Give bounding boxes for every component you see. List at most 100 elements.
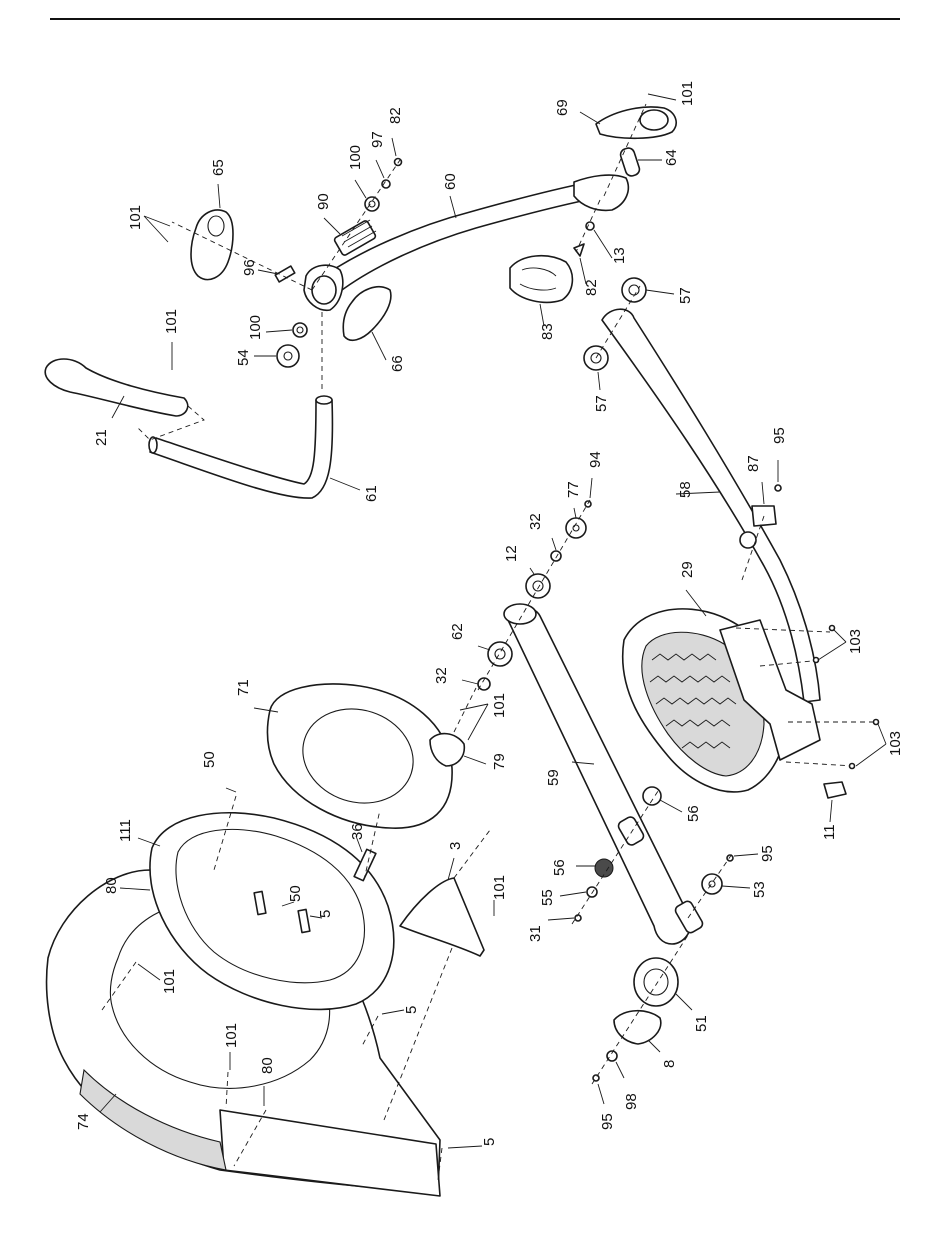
leader-8: [648, 1040, 660, 1052]
right-shroud-66: [343, 287, 391, 340]
leader-66: [372, 332, 386, 360]
callout-61: 61: [363, 485, 380, 502]
callout-59: 59: [545, 769, 562, 786]
callout-56-lower: 56: [551, 859, 568, 876]
callout-87: 87: [745, 455, 762, 472]
callout-29: 29: [679, 561, 696, 578]
callout-100-lower: 100: [247, 315, 264, 340]
callout-94: 94: [587, 451, 604, 468]
bearing-57-upper-bore: [629, 285, 639, 295]
callout-58: 58: [677, 481, 694, 498]
grip-21: [45, 359, 187, 416]
handlebar-open-end: [149, 437, 157, 453]
leader-101-bracket: [648, 94, 676, 100]
callout-50-upper: 50: [201, 751, 218, 768]
leader-103-lower: [856, 724, 886, 766]
callout-100-upper: 100: [347, 145, 364, 170]
leader-32-upper: [552, 538, 556, 550]
leader-57-lower: [598, 372, 600, 390]
callout-71: 71: [235, 679, 252, 696]
callout-13: 13: [611, 247, 628, 264]
callout-57-upper: 57: [677, 287, 694, 304]
disc-cover-assembly: [267, 684, 476, 828]
callout-3: 3: [447, 842, 464, 850]
cover-8: [614, 1011, 661, 1044]
leader-100-lower: [266, 330, 292, 332]
leader-53: [722, 886, 750, 888]
arm-bracket-hole: [640, 110, 668, 130]
handlebar-assembly: [45, 359, 332, 498]
callout-80-lower: 80: [259, 1057, 276, 1074]
bearing-54-bore: [284, 352, 292, 360]
leader-77: [574, 508, 576, 518]
axis-line-79: [454, 688, 476, 732]
nut-82-top: [395, 159, 402, 166]
leader-5-lower: [448, 1146, 482, 1148]
bracket-3: [400, 878, 484, 956]
leader-32-lower: [462, 680, 478, 684]
callout-101-frame-left: 101: [161, 969, 178, 994]
callout-21: 21: [93, 429, 110, 446]
leader-57-upper: [646, 290, 674, 294]
leader-96: [258, 270, 278, 274]
callout-90: 90: [315, 193, 332, 210]
leader-87: [762, 482, 764, 504]
callout-101-bracket: 101: [679, 81, 696, 106]
leader-90: [324, 218, 340, 234]
callout-101-frame-bottom: 101: [223, 1023, 240, 1048]
leader-69: [580, 112, 600, 124]
screw-95-lower: [593, 1075, 599, 1081]
leader-3: [448, 858, 454, 880]
leader-62: [478, 646, 490, 650]
callout-83: 83: [539, 323, 556, 340]
leader-101-clamp: [460, 704, 488, 740]
screw-103-a: [830, 626, 835, 631]
leader-98: [616, 1062, 624, 1078]
callout-96: 96: [241, 259, 258, 276]
callout-79: 79: [491, 753, 508, 770]
callout-101-bracket3: 101: [491, 875, 508, 900]
leader-100-upper: [355, 180, 366, 198]
shroud-65-cap: [208, 216, 224, 236]
nut-82-mid: [574, 244, 584, 256]
callout-53: 53: [751, 881, 768, 898]
crank-arm-assembly: [478, 500, 733, 1084]
end-cap-11: [824, 782, 846, 798]
frame-and-shroud-assembly: [47, 796, 490, 1196]
callout-98: 98: [623, 1093, 640, 1110]
cover-83: [510, 256, 572, 303]
callout-8: 8: [661, 1060, 678, 1068]
callout-69: 69: [554, 99, 571, 116]
leader-103-upper: [818, 630, 846, 660]
leader-13: [594, 230, 612, 258]
screw-95-upper: [775, 485, 781, 491]
callout-50-lower: 50: [287, 885, 304, 902]
pivot-bore: [312, 276, 336, 304]
callout-51: 51: [693, 1015, 710, 1032]
leader-50-upper: [226, 788, 236, 792]
callout-74: 74: [75, 1113, 92, 1130]
pedal-arm-assembly: [584, 278, 879, 798]
axis-line-frame-bracket: [384, 948, 452, 1120]
leader-83: [540, 304, 544, 326]
handlebar-end: [316, 396, 332, 404]
callout-55: 55: [539, 889, 556, 906]
callout-64: 64: [663, 149, 680, 166]
washer-97: [382, 180, 390, 188]
callout-103-lower: 103: [887, 731, 904, 756]
bushing-100-lower-hole: [297, 327, 303, 333]
arm-upper-plate: [574, 175, 628, 210]
callout-111: 111: [117, 819, 134, 842]
crank-arm-59-end: [504, 604, 536, 624]
callout-12: 12: [503, 545, 520, 562]
leader-82-top: [392, 138, 396, 156]
spacer-64: [619, 147, 641, 178]
wheel-51-hub: [644, 969, 668, 995]
callout-5-mid: 5: [403, 1006, 420, 1014]
screw-95-mid: [727, 855, 733, 861]
callout-56-upper: 56: [685, 805, 702, 822]
leader-60: [450, 196, 456, 218]
bearing-12-bore: [533, 581, 543, 591]
callout-82-top: 82: [387, 107, 404, 124]
